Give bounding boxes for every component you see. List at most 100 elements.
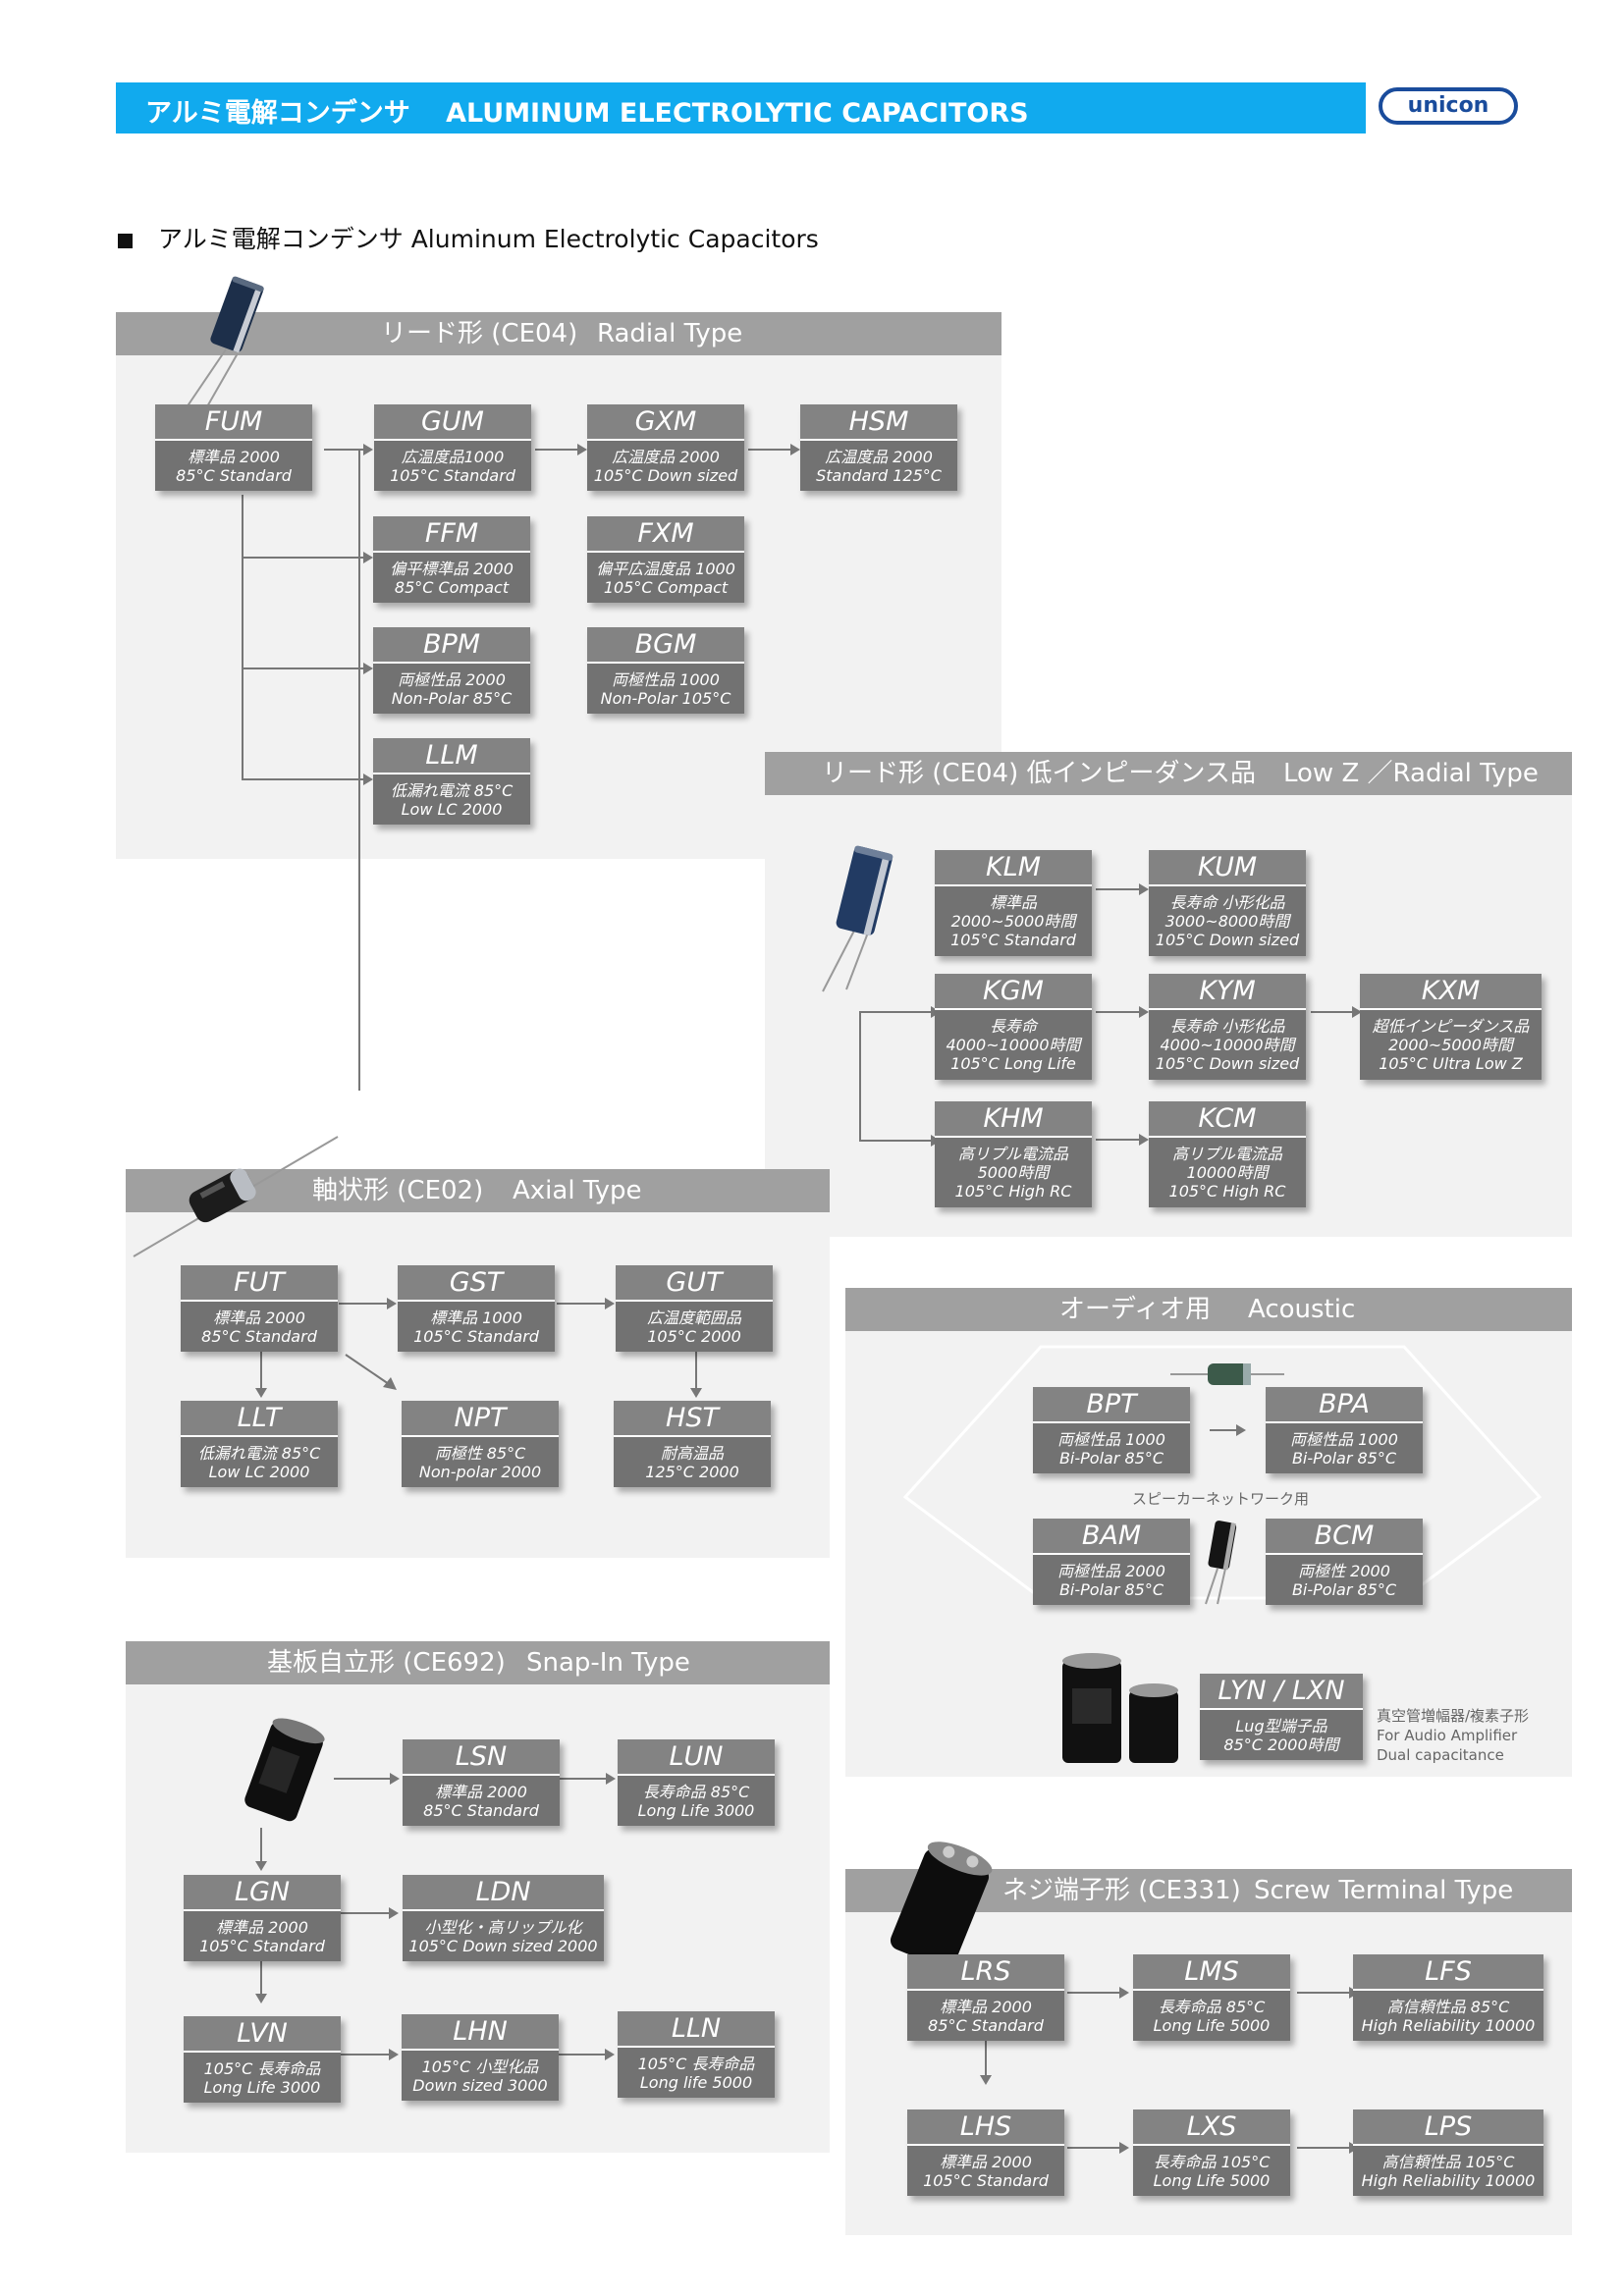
series-name: FUT [181,1265,338,1302]
series-name: LPS [1353,2109,1543,2146]
series-spec-en: Non-Polar 105°C [600,688,731,708]
series-name: KHM [935,1101,1092,1138]
connector [557,2054,606,2056]
series-spec-jp: 広温度品 2000 [825,447,933,466]
panel-title-jp: リード形 (CE04) 低インピーダンス品 [822,759,1256,788]
series-spec-en: 105°C Standard [923,2170,1049,2190]
amp-note: 真空管増幅器/複素子形 For Audio Amplifier Dual cap… [1377,1706,1529,1765]
series-spec-jp: 両極性品 2000 [1057,1561,1165,1580]
series-spec-jp: 105°C 長寿命品 [203,2058,321,2078]
series-spec-en: 105°C Down sized [1155,1054,1300,1073]
can-capacitor-image [1062,1653,1178,1763]
panel-title-jp: オーディオ用 [1059,1295,1212,1324]
series-name: BCM [1266,1519,1423,1555]
series-name: KYM [1149,974,1306,1010]
panel-title-en: Axial Type [513,1176,642,1205]
series-spec-jp: 両極性 2000 [1298,1561,1390,1580]
series-name: GUM [374,404,531,441]
series-name: FXM [587,516,744,553]
arrow-icon [363,552,373,563]
arrow-icon [1139,883,1149,895]
series-spec-jp: 超低インピーダンス品 [1372,1017,1530,1036]
series-name: KCM [1149,1101,1306,1138]
series-spec-jp: 長寿命品 85°C [1158,1997,1266,2016]
series-spec-jp: 標準品 2000 [435,1782,527,1801]
connector [1297,1992,1350,1994]
axial-capacitor-image [133,1136,339,1257]
series-spec-jp: 標準品 2000 [216,1917,308,1937]
arrow-icon [363,774,373,785]
arrow-down-icon [690,1388,702,1398]
series-spec-en: Down sized 3000 [412,2075,548,2095]
panel-title-en: Screw Terminal Type [1254,1876,1514,1905]
series-name: BPM [373,627,530,664]
network-label: スピーカーネットワーク用 [1132,1490,1310,1508]
series-spec-jp: 偏平標準品 2000 [390,559,514,578]
series-name: HSM [800,404,957,441]
subtitle-text: アルミ電解コンデンサ Aluminum Electrolytic Capacit… [158,225,819,253]
series-spec-en: 85°C Standard [201,1326,317,1346]
connector [557,1303,606,1305]
series-spec-jp: 標準品 2000 [940,1997,1032,2016]
connector [1210,1429,1237,1431]
series-spec-jp: 偏平広温度品 1000 [596,559,735,578]
connector [1311,1011,1353,1013]
series-spec-en: 105°C 2000 [647,1326,741,1346]
series-spec-hours: 4000~10000時間 [1160,1036,1295,1054]
panel-title-jp: ネジ端子形 (CE331) [1002,1876,1241,1905]
series-spec-jp: 長寿命 小形化品 [1169,893,1285,912]
connector [339,1303,388,1305]
series-name: KLM [935,850,1092,886]
arrow-down-icon [255,1994,267,2003]
connector [695,1352,697,1389]
arrow-down-icon [980,2075,992,2085]
connector [242,557,363,559]
radial-capacitor-image [822,845,893,992]
connector [859,1011,933,1013]
connector [324,449,363,451]
series-spec-hours: 2000~5000時間 [950,912,1076,931]
arrow-icon [605,1298,615,1309]
series-spec-en: 105°C Compact [603,577,729,597]
